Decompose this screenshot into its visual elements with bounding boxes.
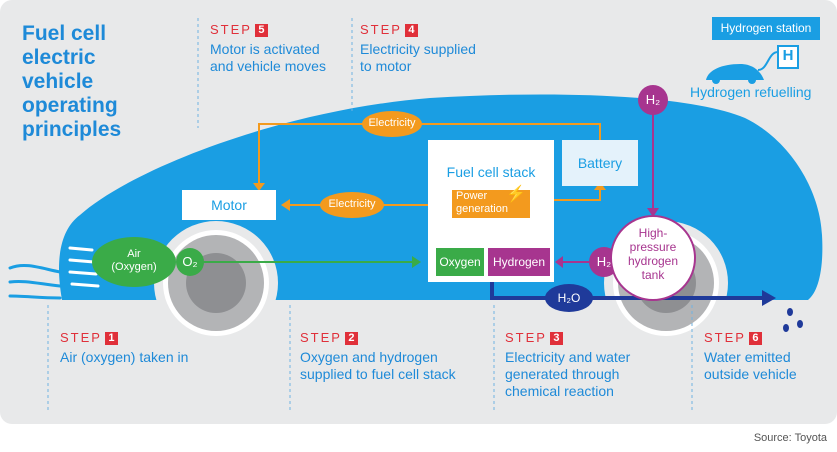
step-6-number: 6 [748, 332, 762, 345]
o2-circle [176, 248, 204, 276]
step-2-desc-line: supplied to fuel cell stack [300, 366, 456, 382]
step-4-desc-line: Electricity supplied [360, 41, 476, 57]
motor-box: Motor [182, 190, 276, 220]
step-5-label: STEP [210, 22, 252, 37]
step-5-number: 5 [254, 24, 268, 37]
step-2-desc-line: Oxygen and hydrogen [300, 349, 438, 365]
step-6-desc-line: outside vehicle [704, 366, 797, 382]
oxygen-arrowhead [412, 256, 421, 268]
h2-label-mid: H₂ [596, 254, 612, 269]
step-6-label: STEP [704, 330, 746, 345]
electricity-label-mid: Electricity [328, 198, 376, 210]
tank-label-line: High- [638, 226, 668, 240]
step-3-number: 3 [549, 332, 563, 345]
air-label-line: (Oxygen) [111, 261, 157, 273]
air-label-line: Air [127, 248, 141, 260]
station-sign: H [782, 47, 794, 64]
step-2-number: 2 [344, 332, 358, 345]
step-3-desc-line: chemical reaction [505, 383, 614, 399]
tank-label-line: tank [641, 268, 665, 282]
front-grille [68, 246, 100, 288]
step-1-number: 1 [104, 332, 118, 345]
water-drops [783, 308, 803, 332]
air-intake-arrows [8, 264, 62, 300]
step-3-desc-line: generated through [505, 366, 620, 382]
step-6-desc-line: Water emitted [704, 349, 791, 365]
electricity-oval-top [362, 111, 422, 137]
air-label: Air (Oxygen) [104, 248, 164, 274]
power-generation-line: Power [456, 190, 488, 202]
water-arrowhead [762, 290, 776, 306]
fuel-cell-stack-label: Fuel cell stack [446, 164, 536, 180]
hydrogen-tank [610, 215, 696, 301]
water-flow [490, 282, 765, 300]
station-car-icon [706, 64, 764, 80]
tank-label: High- pressure hydrogen tank [611, 226, 695, 282]
step-5-desc-line: Motor is activated [210, 41, 320, 57]
air-oval [92, 237, 176, 287]
h2-label-top: H₂ [645, 92, 661, 107]
hydrogen-box: Hydrogen [488, 248, 550, 276]
power-generation-box: Power generation ⚡ [452, 186, 530, 218]
step-3-desc-line: Electricity and water [505, 349, 631, 365]
hydrogen-arrowheads [555, 208, 659, 268]
diagram-title: Fuel cell electric vehicle operating pri… [22, 22, 122, 141]
step-leader-lines [47, 18, 693, 412]
electricity-label-top: Electricity [368, 117, 416, 129]
h2-circle-top [638, 85, 668, 115]
power-generation-line: generation [456, 203, 508, 215]
hydrogen-station-label: Hydrogen station [720, 21, 812, 35]
oxygen-box: Oxygen [436, 248, 484, 276]
step-5-desc-line: and vehicle moves [210, 58, 326, 74]
step-2-label: STEP [300, 330, 342, 345]
hydrogen-refuelling-label: Hydrogen refuelling [690, 84, 812, 100]
electricity-arrowheads [253, 182, 606, 211]
h2o-oval [545, 284, 593, 312]
step-4-number: 4 [404, 24, 418, 37]
step-4-label: STEP [360, 22, 402, 37]
lightning-icon: ⚡ [506, 186, 526, 203]
step-1-label: STEP [60, 330, 102, 345]
electricity-oval-mid [320, 192, 384, 218]
battery-box: Battery [562, 140, 638, 186]
front-wheel [154, 221, 278, 345]
source-credit: Source: Toyota [753, 432, 827, 444]
o2-label: O₂ [182, 254, 198, 269]
hydrogen-flow [562, 112, 654, 263]
step-3-label: STEP [505, 330, 547, 345]
tank-label-line: pressure [629, 240, 677, 254]
h2o-label: H₂O [557, 291, 581, 305]
tank-label-line: hydrogen [627, 254, 679, 268]
step-1-desc-line: Air (oxygen) taken in [60, 349, 189, 365]
hydrogen-station-icon [706, 17, 820, 84]
step-4-desc-line: to motor [360, 58, 412, 74]
